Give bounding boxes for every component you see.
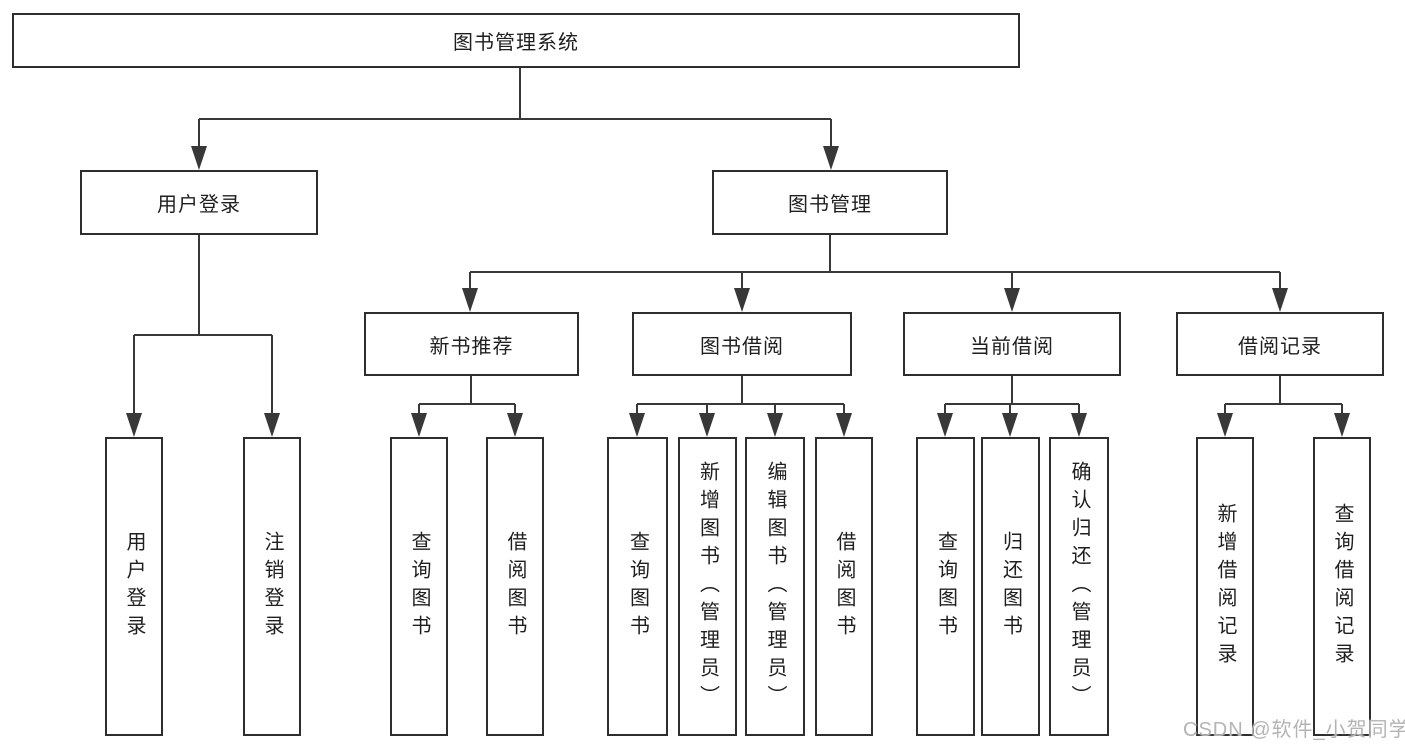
node-new-book-recommend: 新书推荐	[364, 312, 579, 376]
leaf-edit-book-admin: 编辑图书（管理员）	[745, 437, 805, 736]
node-current-borrow: 当前借阅	[903, 312, 1121, 376]
leaf-query-book-recommend: 查询图书	[390, 437, 448, 736]
csdn-watermark: CSDN @软件_小贺同学	[1183, 719, 1405, 741]
leaf-confirm-return-admin: 确认归还（管理员）	[1049, 437, 1109, 736]
leaf-user-login: 用户登录	[105, 437, 163, 736]
leaf-query-borrow-record: 查询借阅记录	[1313, 437, 1371, 736]
leaf-add-book-admin: 新增图书（管理员）	[678, 437, 737, 736]
leaf-query-book-borrow: 查询图书	[607, 437, 668, 736]
leaf-borrow-book-recommend: 借阅图书	[486, 437, 544, 736]
leaf-query-book-current: 查询图书	[916, 437, 975, 736]
leaf-add-borrow-record: 新增借阅记录	[1196, 437, 1254, 736]
leaf-borrow-book: 借阅图书	[815, 437, 873, 736]
node-user-login: 用户登录	[80, 170, 318, 235]
node-library-management-system: 图书管理系统	[12, 13, 1020, 68]
node-book-borrow: 图书借阅	[632, 312, 852, 376]
node-book-management: 图书管理	[712, 170, 948, 235]
leaf-logout: 注销登录	[243, 437, 301, 736]
leaf-return-book: 归还图书	[981, 437, 1040, 736]
node-borrow-record: 借阅记录	[1176, 312, 1384, 376]
